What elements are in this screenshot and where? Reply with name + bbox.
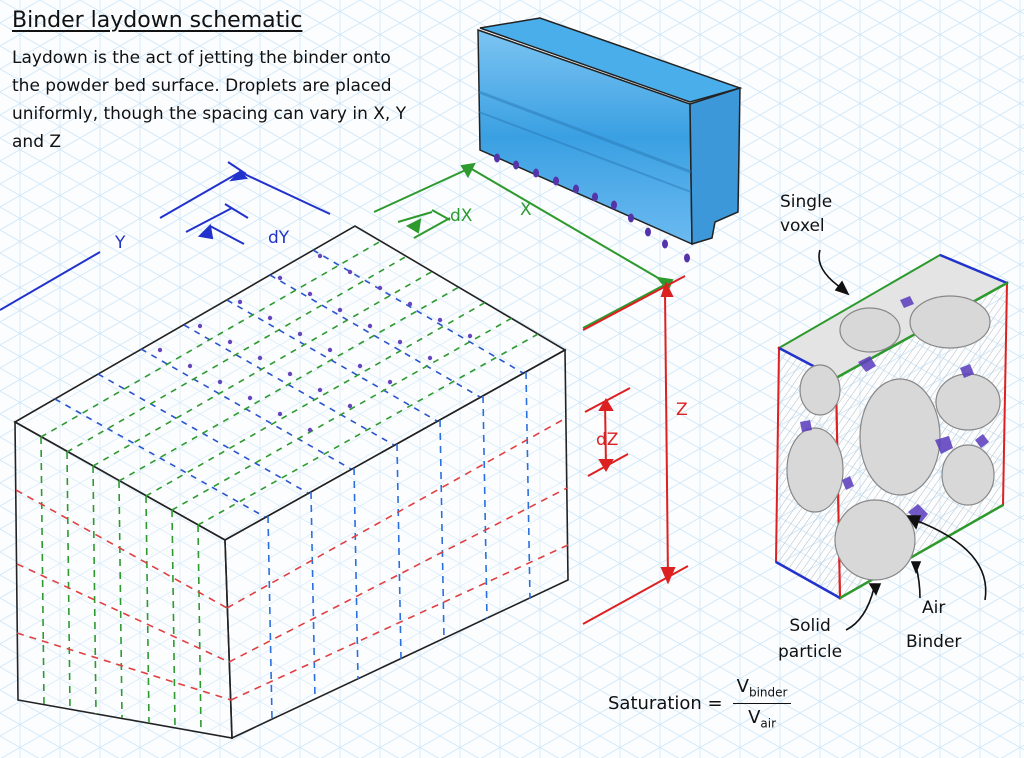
formula-lhs: Saturation = bbox=[608, 692, 723, 714]
formula-fraction: Vbinder Vair bbox=[732, 676, 792, 731]
bed-top-droplets bbox=[157, 253, 473, 433]
bed-front-vertical-lines bbox=[40, 436, 202, 733]
bed-front-horizontal-lines bbox=[15, 489, 232, 701]
y-label: Y bbox=[115, 233, 126, 253]
printhead-side bbox=[689, 86, 741, 246]
bed-side-vertical-lines bbox=[267, 371, 531, 720]
page-title: Binder laydown schematic bbox=[12, 8, 303, 33]
formula-numerator: Vbinder bbox=[732, 676, 792, 704]
dx-dimension bbox=[397, 209, 451, 239]
y-dimension bbox=[0, 161, 331, 311]
x-label: X bbox=[520, 200, 532, 220]
voxel bbox=[774, 253, 1010, 600]
bed-side-horizontal-lines bbox=[226, 417, 569, 701]
intro-text: Laydown is the act of jetting the binder… bbox=[12, 48, 407, 152]
dz-label: dZ bbox=[596, 430, 619, 450]
voxel-label: Single voxel bbox=[780, 192, 833, 236]
bed-side-face bbox=[224, 348, 569, 740]
dy-dimension bbox=[185, 203, 249, 245]
formula-denominator: Vair bbox=[748, 706, 777, 731]
saturation-formula: Saturation = Vbinder Vair bbox=[608, 676, 792, 731]
dy-label: dY bbox=[268, 228, 290, 248]
voxel-callouts bbox=[818, 249, 987, 631]
printhead bbox=[477, 17, 743, 246]
solid-particle-label: Solid particle bbox=[778, 616, 843, 662]
z-label: Z bbox=[676, 400, 688, 420]
bed-top-x-lines bbox=[40, 240, 539, 526]
solid-particle-large bbox=[859, 378, 941, 496]
dz-dimension bbox=[584, 387, 631, 477]
dx-label: dX bbox=[450, 206, 473, 226]
printhead-droplets bbox=[494, 153, 690, 263]
air-label: Air bbox=[922, 598, 946, 618]
binder-label: Binder bbox=[906, 632, 962, 652]
z-dimension bbox=[582, 275, 689, 625]
